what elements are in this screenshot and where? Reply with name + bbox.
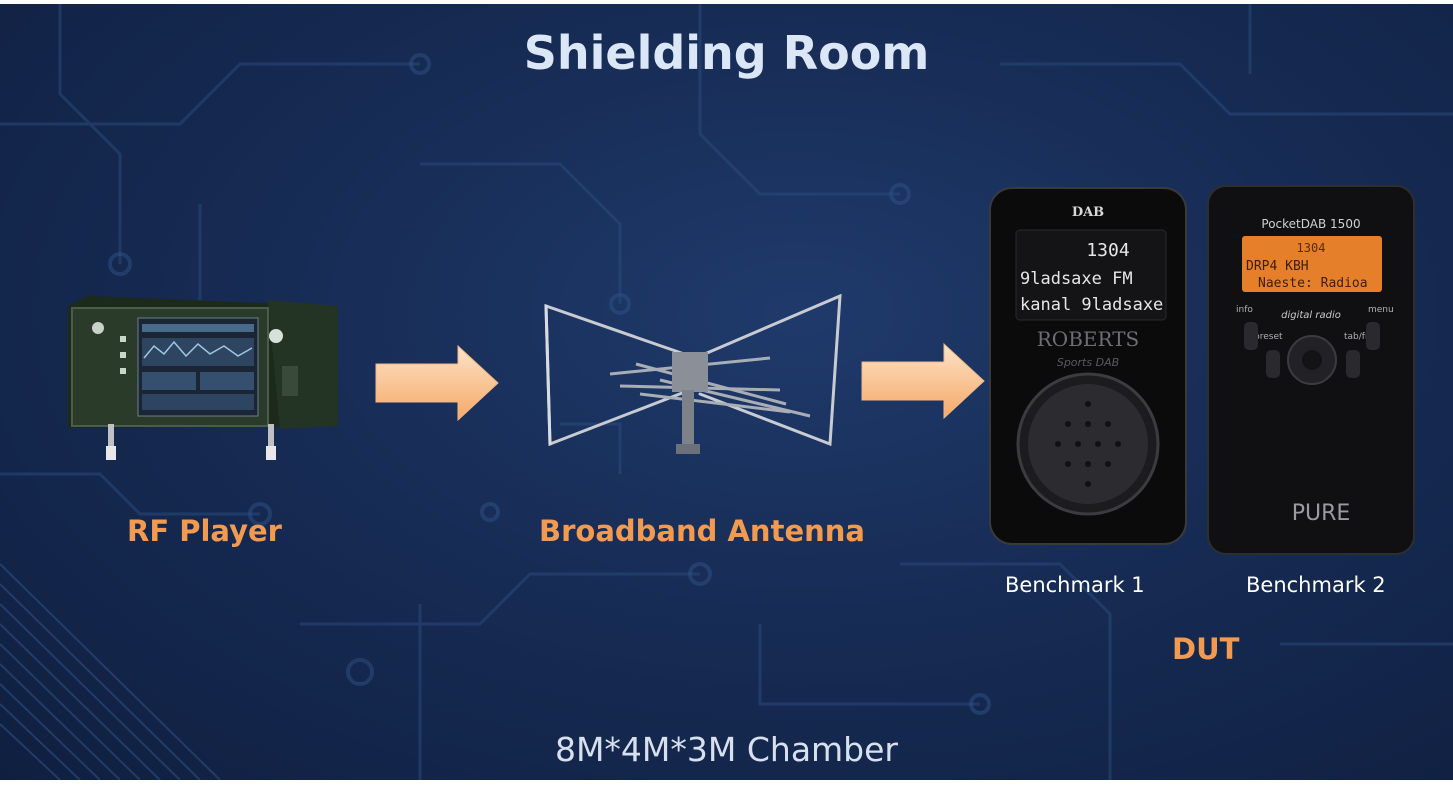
antenna-label: Broadband Antenna xyxy=(539,514,865,548)
benchmark-2-menu-label: menu xyxy=(1368,305,1394,315)
rf-player-label: RF Player xyxy=(127,514,282,548)
slide-canvas: Shielding Room xyxy=(0,4,1453,780)
benchmark-2-preset-label: preset xyxy=(1254,332,1283,342)
benchmark-2-model: PocketDAB 1500 xyxy=(1261,217,1360,231)
benchmark-1-display-line2: 9ladsaxe FM xyxy=(1020,269,1133,289)
benchmark-1-logo: DAB xyxy=(1072,205,1104,220)
benchmark-1-radio-image: DAB 1304 9ladsaxe FM kanal 9ladsaxe ROBE… xyxy=(989,187,1187,545)
benchmark-1-label: Benchmark 1 xyxy=(1005,573,1145,597)
benchmark-2-logo: digital radio xyxy=(1281,310,1341,321)
broadband-antenna-image xyxy=(544,294,842,454)
benchmark-2-label: Benchmark 2 xyxy=(1246,573,1386,597)
benchmark-1-display-line3: kanal 9ladsaxe xyxy=(1020,295,1163,315)
benchmark-2-radio-image: PocketDAB 1500 1304 DRP4 KBH Naeste: Rad… xyxy=(1207,185,1415,555)
benchmark-1-model: Sports DAB xyxy=(1057,356,1119,369)
benchmark-2-display-line3: Naeste: Radioa xyxy=(1258,276,1368,291)
dut-label: DUT xyxy=(1172,632,1240,666)
chamber-caption: 8M*4M*3M Chamber xyxy=(554,730,899,769)
page-title: Shielding Room xyxy=(523,26,930,80)
benchmark-2-brand: PURE xyxy=(1292,501,1351,526)
benchmark-2-tab-label: tab/fm xyxy=(1344,332,1374,342)
flow-arrow-2 xyxy=(861,342,985,420)
benchmark-2-info-label: info xyxy=(1236,305,1253,315)
benchmark-1-display-line1: 1304 xyxy=(1086,240,1129,261)
rf-player-image xyxy=(68,296,338,460)
benchmark-2-display-line1: 1304 xyxy=(1297,241,1326,255)
flow-arrow-1 xyxy=(375,344,499,422)
benchmark-1-brand: ROBERTS xyxy=(1037,327,1140,351)
benchmark-2-display-line2: DRP4 KBH xyxy=(1246,259,1309,274)
